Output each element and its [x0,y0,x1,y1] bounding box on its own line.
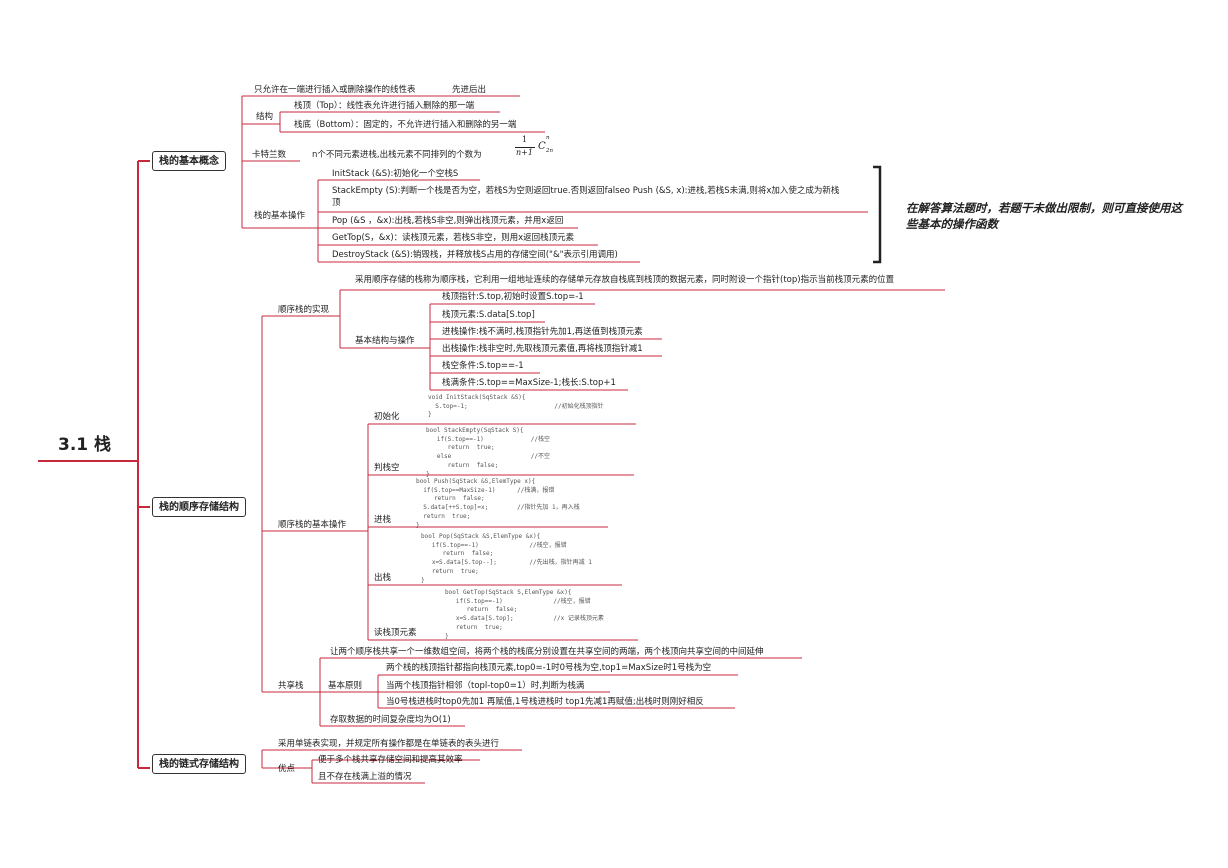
structure-label: 结构 [256,112,274,122]
op-label-empty: 判栈空 [374,463,400,473]
seq-item-top-pointer: 栈顶指针:S.top,初始时设置S.top=-1 [442,292,584,302]
struct-ops-label: 基本结构与操作 [355,336,415,346]
basic-ops-label: 栈的基本操作 [254,211,306,221]
formula-sup: n [546,135,550,141]
stack-top-def: 栈顶（Top）：线性表允许进行插入删除的那一端 [294,101,475,111]
shared-stack-label: 共享栈 [278,681,304,691]
section-sequential-storage: 栈的顺序存储结构 [152,497,246,517]
lifo-label: 先进后出 [452,85,487,95]
op-gettop: GetTop(S，&x)：读栈顶元素，若栈S非空，则用x返回栈顶元素 [332,233,575,243]
op-label-gettop: 读栈顶元素 [374,628,417,638]
code-initstack: void InitStack(SqStack &S){ S.top=-1; //… [428,394,604,419]
formula-denominator: n+1 [516,148,533,157]
code-gettop: bool GetTop(SqStack S,ElemType &x){ if(S… [445,589,604,640]
op-stackempty-push: StackEmpty (S):判断一个栈是否为空，若栈S为空则返回true.否则… [332,186,840,196]
seq-item-full-cond: 栈满条件:S.top==MaxSize-1;栈长:S.top+1 [442,378,616,388]
seq-item-top-element: 栈顶元素:S.data[S.top] [442,310,535,320]
advantage-1: 便于多个栈共享存储空间和提高其效率 [318,755,463,765]
seq-item-empty-cond: 栈空条件:S.top==-1 [442,361,524,371]
catalan-label: 卡特兰数 [252,150,287,160]
stack-bottom-def: 栈底（Bottom）：固定的，不允许进行插入和删除的另一端 [294,120,517,130]
op-label-pop: 出栈 [374,573,392,583]
catalan-desc: n个不同元素进栈,出栈元素不同排列的个数为 [312,150,482,160]
advantages-label: 优点 [278,764,296,774]
principle-1: 两个栈的栈顶指针都指向栈顶元素,top0=-1时0号栈为空,top1=MaxSi… [386,663,712,673]
code-stackempty: bool StackEmpty(SqStack S){ if(S.top==-1… [426,427,550,478]
root-title: 3.1 栈 [58,435,112,455]
seq-impl-label: 顺序栈的实现 [278,305,330,315]
op-initstack: InitStack (&S):初始化一个空栈S [332,169,459,179]
shared-stack-desc: 让两个顺序栈共享一个一维数组空间，将两个栈的栈底分别设置在共享空间的两端，两个栈… [330,647,764,657]
op-label-init: 初始化 [374,412,400,422]
seq-impl-desc: 采用顺序存储的栈称为顺序栈，它利用一组地址连续的存储单元存放自栈底到栈顶的数据元… [355,275,895,285]
formula-numerator: 1 [522,135,528,144]
linked-desc: 采用单链表实现，并规定所有操作都是在单链表的表头进行 [278,739,500,749]
principle-label: 基本原则 [328,681,363,691]
advantage-2: 且不存在栈满上溢的情况 [318,772,412,782]
code-push: bool Push(SqStack &S,ElemType x){ if(S.t… [416,478,580,529]
op-destroystack: DestroyStack (&S):销毁栈，并释放栈S占用的存储空间("&"表示… [332,250,618,260]
seq-basic-ops-label: 顺序栈的基本操作 [278,520,347,530]
section-basic-concept: 栈的基本概念 [152,151,226,171]
principle-3: 当0号栈进栈时top0先加1 再赋值,1号栈进栈时 top1先减1再赋值;出栈时… [386,697,704,707]
formula-sub: 2n [546,148,554,154]
seq-item-push: 进栈操作:栈不满时,栈顶指针先加1,再送值到栈顶元素 [442,327,643,337]
code-pop: bool Pop(SqStack &S,ElemType &x){ if(S.t… [421,533,592,584]
op-pop: Pop (&S ，&x):出栈,若栈S非空,则弹出栈顶元素，并用x返回 [332,216,564,226]
usage-note: 在解答算法题时，若题干未做出限制，则可直接使用这些基本的操作函数 [906,201,1182,231]
complexity-note: 存取数据的时间复杂度均为O(1) [330,715,451,725]
op-push-cont: 顶 [332,198,341,208]
seq-item-pop: 出栈操作:栈非空时,先取栈顶元素值,再将栈顶指针减1 [442,344,643,354]
formula-fraction-bar [515,147,535,148]
principle-2: 当两个栈顶指针相邻（topl-top0=1）时,判断为栈满 [386,681,585,691]
formula-c: C [538,141,546,152]
stack-definition: 只允许在一端进行插入或删除操作的线性表 [254,85,416,95]
section-linked-storage: 栈的链式存储结构 [152,754,246,774]
op-label-push: 进栈 [374,515,392,525]
